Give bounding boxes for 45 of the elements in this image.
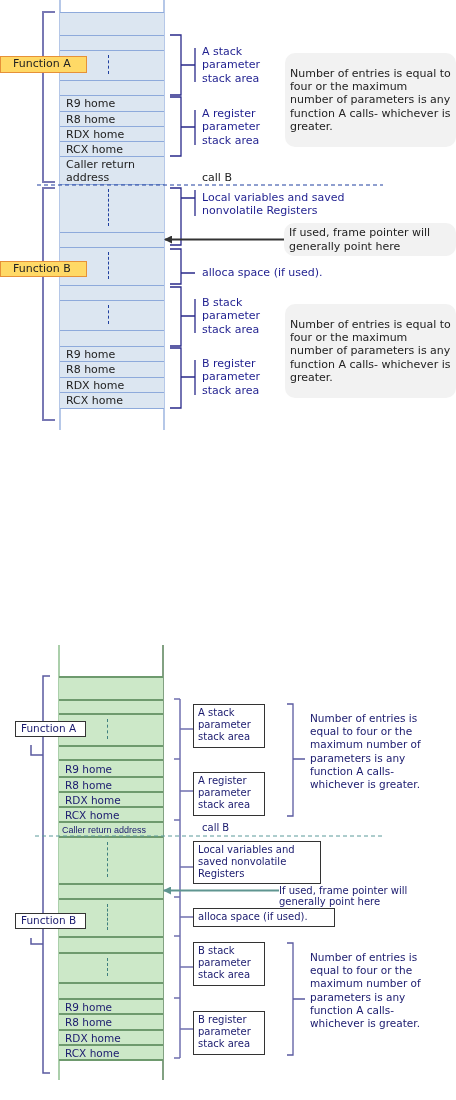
label-box: A stack parameter stack area <box>193 704 265 748</box>
stack-slot: RDX home <box>60 127 164 142</box>
label-box: B stack parameter stack area <box>193 942 265 986</box>
stack-slot: R9 home <box>59 761 163 778</box>
stack-slot: RDX home <box>60 378 164 393</box>
stack-slot: RDX home <box>59 1031 163 1046</box>
annotation-text: B stack parameter stack area <box>202 296 262 336</box>
stack-slot: R9 home <box>60 96 164 112</box>
note-box: Number of entries is equal to four or the maximum number of parameters is any function A calls- whichever is greater. <box>285 304 456 398</box>
arrow <box>163 886 280 895</box>
stack-slot: R9 home <box>60 347 164 362</box>
stack-slot: RCX home <box>59 808 163 823</box>
stack-slot: R8 home <box>60 112 164 127</box>
annotation-text: call B <box>202 822 231 834</box>
arrow <box>164 235 285 244</box>
annotation-text: A stack parameter stack area <box>202 45 262 85</box>
annotation-text: Local variables and saved nonvolatile Registers <box>202 191 346 218</box>
stack-slot: RCX home <box>60 142 164 157</box>
note-box: Number of entries is equal to four or the maximum number of parameters is any function A calls- whichever is greater. <box>285 53 456 147</box>
note-box: If used, frame pointer will generally point here <box>284 223 456 256</box>
annotation-text: B register parameter stack area <box>202 357 262 397</box>
stack-slot: R9 home <box>59 1000 163 1015</box>
stack-slot: RDX home <box>59 793 163 808</box>
annotation-text: call B <box>202 171 233 184</box>
stack-slot: R8 home <box>59 778 163 793</box>
function-tag: Function B <box>0 261 87 277</box>
stack-column <box>60 12 164 408</box>
stack-slot: Caller return address <box>60 157 164 185</box>
stack-slot: Caller return address <box>59 823 163 838</box>
stack-slot: R8 home <box>60 362 164 378</box>
label-box: Local variables and saved nonvolatile Registers <box>193 841 321 884</box>
stack-slot: RCX home <box>59 1046 163 1061</box>
label-box: A register parameter stack area <box>193 772 265 816</box>
label-box: alloca space (if used). <box>193 908 335 927</box>
label-box: B register parameter stack area <box>193 1011 265 1055</box>
stack-slot: R8 home <box>59 1015 163 1031</box>
annotation-text: A register parameter stack area <box>202 107 262 147</box>
pointer-note: If used, frame pointer will generally point here <box>279 885 456 911</box>
annotation-text: alloca space (if used). <box>202 266 324 280</box>
function-tag: Function A <box>0 56 87 73</box>
stack-slot: RCX home <box>60 393 164 409</box>
annotation-text: Number of entries is equal to four or the maximum number of parameters is any function A calls- whichever is greater. <box>310 712 422 792</box>
function-tag: Function A <box>15 721 86 737</box>
function-tag: Function B <box>15 913 86 929</box>
annotation-text: Number of entries is equal to four or the maximum number of parameters is any function A calls- whichever is greater. <box>310 951 422 1031</box>
